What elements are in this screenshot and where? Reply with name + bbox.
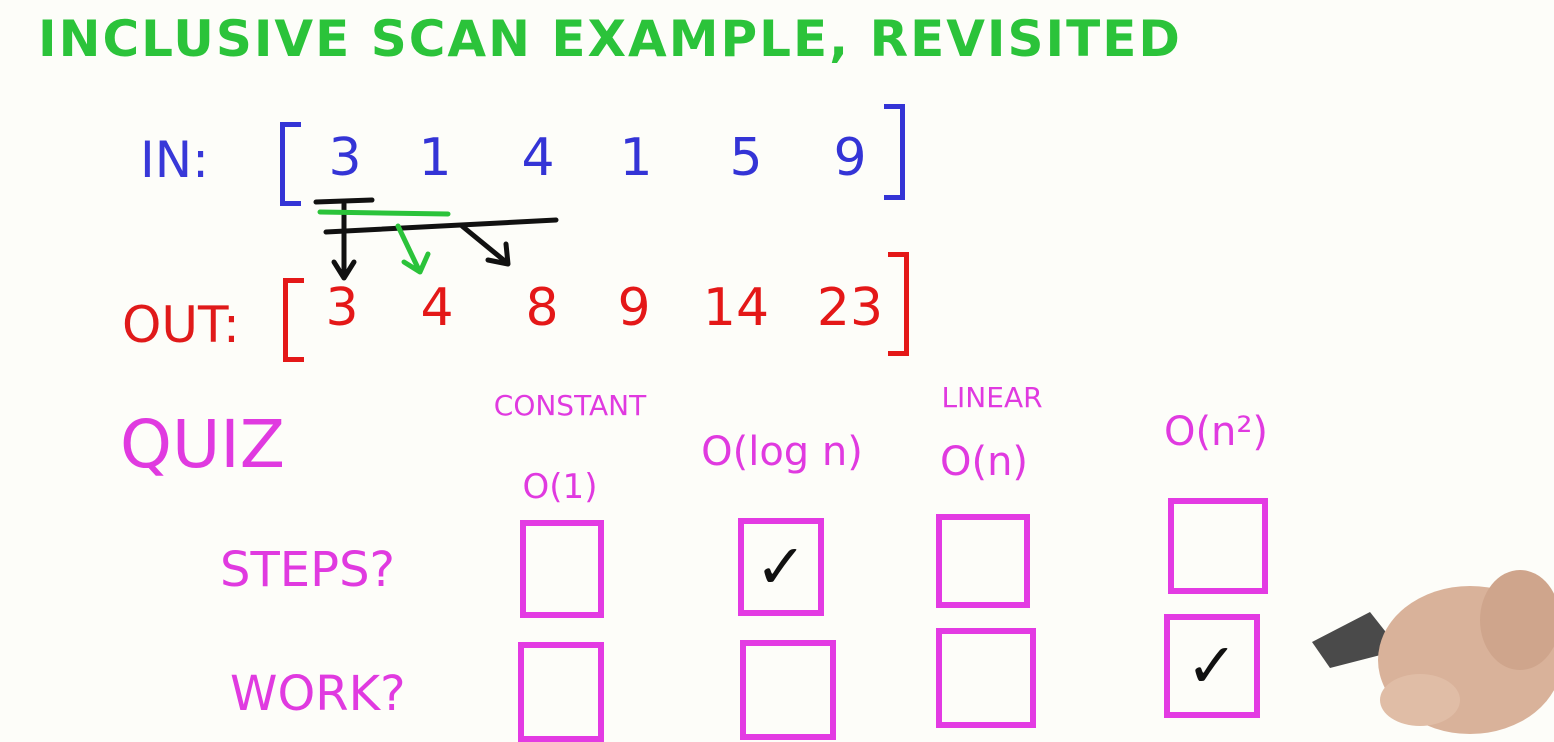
output-value: 23 (816, 278, 884, 338)
lesson-title: INCLUSIVE SCAN EXAMPLE, REVISITED (38, 10, 1182, 68)
output-value: 14 (702, 278, 770, 338)
black-diagonal-arrow-head (485, 241, 511, 267)
column-header-linear: LINEAR (941, 381, 1043, 414)
checkbox-steps-constant[interactable] (520, 520, 604, 618)
row-label-steps: STEPS? (220, 542, 396, 598)
checkbox-steps-linear[interactable] (936, 514, 1030, 608)
green-bar (317, 209, 451, 217)
output-left-bracket (283, 278, 304, 362)
quiz-title: QUIZ (120, 406, 285, 483)
black-bar-long (323, 217, 559, 235)
output-right-bracket (888, 252, 909, 356)
input-value: 3 (328, 128, 362, 188)
column-notation-on2: O(n²) (1163, 409, 1269, 455)
output-value: 8 (525, 278, 559, 338)
input-value: 5 (729, 128, 763, 188)
checkbox-steps-quadratic[interactable] (1168, 498, 1268, 594)
input-value: 1 (619, 128, 653, 188)
checkbox-steps-log[interactable]: ✓ (738, 518, 824, 616)
output-value: 3 (325, 278, 359, 338)
output-value: 9 (617, 278, 651, 338)
input-label: IN: (140, 131, 209, 189)
column-notation-on: O(n) (939, 439, 1029, 485)
black-diagonal-arrow (459, 223, 509, 265)
input-value: 4 (521, 128, 555, 188)
input-left-bracket (280, 122, 301, 206)
row-label-work: WORK? (230, 666, 406, 722)
column-notation-ologn: O(log n) (701, 429, 863, 475)
checkbox-work-quadratic[interactable]: ✓ (1164, 614, 1260, 718)
input-value: 1 (418, 128, 452, 188)
column-header-constant: CONSTANT (493, 389, 647, 422)
column-notation-o1: O(1) (522, 467, 598, 507)
output-value: 4 (420, 278, 454, 338)
input-value: 9 (833, 128, 867, 188)
output-label: OUT: (122, 296, 240, 354)
check-mark-icon: ✓ (1186, 629, 1238, 702)
checkbox-work-linear[interactable] (936, 628, 1036, 728)
black-bar-short (313, 197, 375, 205)
black-arrow-head (331, 259, 357, 281)
check-mark-icon: ✓ (755, 530, 807, 603)
input-right-bracket (884, 104, 905, 200)
green-arrow (395, 223, 421, 271)
green-arrow-head (401, 251, 431, 275)
